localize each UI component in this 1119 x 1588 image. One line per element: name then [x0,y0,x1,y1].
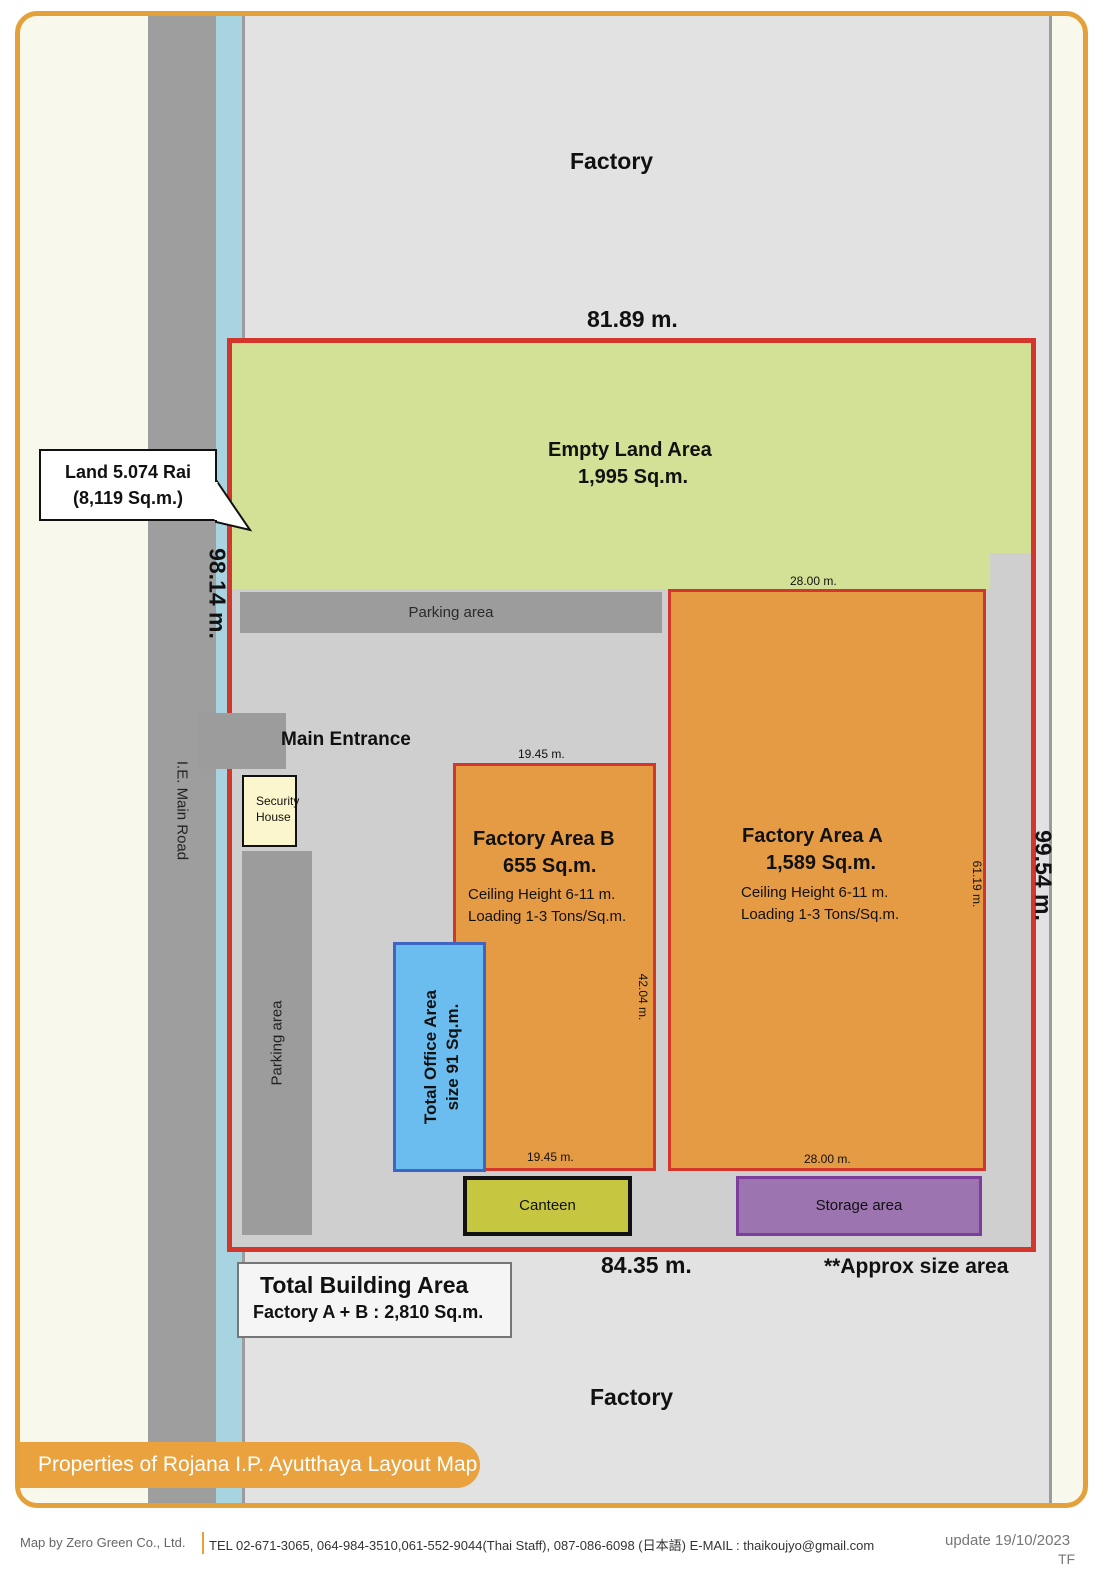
factory-area-a: Factory Area A 1,589 Sq.m. Ceiling Heigh… [668,589,986,1171]
factory-b-loading: Loading 1-3 Tons/Sq.m. [468,908,627,925]
factory-area-b: Factory Area B 655 Sq.m. Ceiling Height … [453,763,656,1171]
parking-left-label: Parking area [268,1000,286,1086]
approx-size-note: **Approx size area [824,1255,1009,1278]
land-callout-line1: Land 5.074 Rai [64,462,192,482]
storage-area: Storage area [736,1176,982,1236]
dimension-top: 81.89 m. [587,306,678,332]
land-callout-line2: (8,119 Sq.m.) [72,488,184,508]
security-house-line2: House [256,810,291,824]
dimension-right: 99.54 m. [1030,830,1057,921]
map-frame: I.E. Main Road Factory Factory Empty Lan… [15,11,1088,1508]
office-line1: Total Office Area [421,989,440,1125]
empty-land-label: Empty Land Area [548,439,712,461]
factory-b-bottom-dimension: 19.45 m. [527,1150,574,1164]
footer-divider [202,1532,204,1554]
total-building-title: Total Building Area [260,1272,469,1298]
factory-a-title: Factory Area A [742,825,883,847]
factory-a-size: 1,589 Sq.m. [766,852,877,874]
map-title-banner: Properties of Rojana I.P. Ayutthaya Layo… [20,1442,480,1488]
footer-update: update 19/10/2023 [945,1532,1071,1549]
security-house-line1: Security [256,794,300,808]
security-house: Security House [242,775,300,847]
office-line2: size 91 Sq.m. [443,1003,462,1111]
factory-a-loading: Loading 1-3 Tons/Sq.m. [741,906,900,923]
factory-b-top-dimension: 19.45 m. [518,747,565,761]
land-size-callout: Land 5.074 Rai (8,119 Sq.m.) [39,449,217,521]
empty-land-size: 1,995 Sq.m. [578,466,689,488]
factory-b-ceiling: Ceiling Height 6-11 m. [468,886,616,903]
neighbor-factory-top: Factory [570,148,654,174]
footer-initials: TF [1058,1551,1076,1567]
main-entrance-road [198,713,286,769]
factory-a-side-dimension: 61.19 m. [970,860,984,908]
factory-b-title: Factory Area B [473,828,615,850]
factory-b-side-dimension: 42.04 m. [636,973,650,1021]
dimension-left: 98.14 m. [204,548,231,639]
factory-a-ceiling: Ceiling Height 6-11 m. [741,884,889,901]
canteen: Canteen [463,1176,632,1236]
main-entrance-label: Main Entrance [281,729,411,750]
footer-credit: Map by Zero Green Co., Ltd. [20,1535,186,1550]
factory-b-size: 655 Sq.m. [503,855,597,877]
office-area: Total Office Area size 91 Sq.m. [393,942,486,1172]
parking-area-top: Parking area [240,592,662,633]
office-label: Total Office Area size 91 Sq.m. [420,990,464,1124]
empty-land-notch [990,553,1031,589]
factory-a-top-dimension: 28.00 m. [790,574,837,588]
factory-a-bottom-dimension: 28.00 m. [804,1152,851,1166]
callout-pointer [214,478,253,532]
total-building-area-box: Total Building Area Factory A + B : 2,81… [237,1262,512,1338]
empty-land-area: Empty Land Area 1,995 Sq.m. [232,343,1031,589]
parking-area-left: Parking area [242,851,312,1235]
road-label: I.E. Main Road [173,760,191,861]
footer-contact: TEL 02-671-3065, 064-984-3510,061-552-90… [209,1538,875,1553]
neighbor-factory-bottom: Factory [590,1384,674,1410]
dimension-bottom: 84.35 m. [601,1252,692,1278]
total-building-detail: Factory A + B : 2,810 Sq.m. [253,1302,484,1322]
